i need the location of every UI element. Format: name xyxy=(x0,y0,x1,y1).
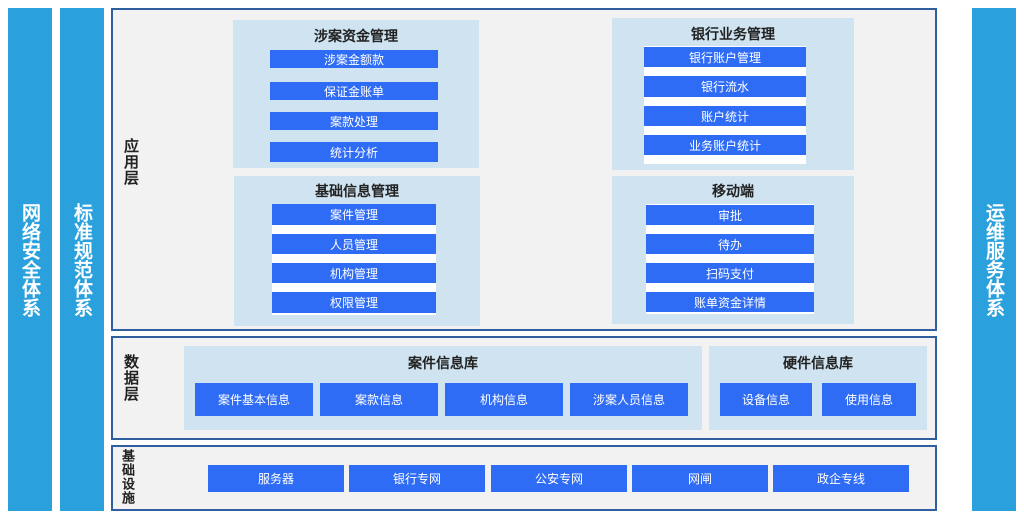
mobile-title: 移动端 xyxy=(712,184,754,200)
infra-item[interactable]: 政企专线 xyxy=(773,465,909,492)
basic-item[interactable]: 人员管理 xyxy=(272,234,436,254)
funds-item[interactable]: 统计分析 xyxy=(270,142,438,162)
infra-item[interactable]: 公安专网 xyxy=(491,465,627,492)
mobile-item[interactable]: 审批 xyxy=(646,205,814,225)
infra-layer-label: 基础设施 xyxy=(119,449,134,505)
bank-panel: 银行业务管理 银行账户管理 银行流水 账户统计 业务账户统计 xyxy=(612,18,854,170)
hw-db-title: 硬件信息库 xyxy=(783,356,853,372)
funds-item[interactable]: 涉案金额款 xyxy=(270,50,438,68)
mobile-item[interactable]: 扫码支付 xyxy=(646,263,814,283)
mobile-item[interactable]: 待办 xyxy=(646,234,814,254)
basic-item[interactable]: 权限管理 xyxy=(272,292,436,313)
funds-title: 涉案资金管理 xyxy=(314,29,398,45)
infra-item[interactable]: 网闸 xyxy=(632,465,768,492)
infra-item[interactable]: 银行专网 xyxy=(349,465,485,492)
basic-panel: 基础信息管理 案件管理 人员管理 机构管理 权限管理 xyxy=(234,176,480,326)
case-db-item[interactable]: 案款信息 xyxy=(320,383,438,416)
mobile-panel: 移动端 审批 待办 扫码支付 账单资金详情 xyxy=(612,176,854,324)
data-layer: 数据层 案件信息库 案件基本信息 案款信息 机构信息 涉案人员信息 硬件信息库 … xyxy=(111,336,937,440)
bank-item[interactable]: 银行流水 xyxy=(644,76,806,97)
bank-title: 银行业务管理 xyxy=(691,27,775,43)
infra-layer: 基础设施 服务器 银行专网 公安专网 网闸 政企专线 xyxy=(111,445,937,511)
mobile-item[interactable]: 账单资金详情 xyxy=(646,292,814,312)
case-db-item[interactable]: 机构信息 xyxy=(445,383,563,416)
app-layer-label: 应用层 xyxy=(122,138,140,186)
basic-title: 基础信息管理 xyxy=(315,184,399,200)
bank-item[interactable]: 账户统计 xyxy=(644,106,806,126)
hw-db-item[interactable]: 使用信息 xyxy=(822,383,916,416)
ops-service-bar: 运维服务体系 xyxy=(972,8,1016,511)
funds-item[interactable]: 保证金账单 xyxy=(270,82,438,100)
funds-panel: 涉案资金管理 涉案金额款 保证金账单 案款处理 统计分析 xyxy=(233,20,479,168)
case-db-item[interactable]: 案件基本信息 xyxy=(195,383,313,416)
data-layer-label: 数据层 xyxy=(122,354,140,402)
basic-item[interactable]: 案件管理 xyxy=(272,204,436,225)
case-db-title: 案件信息库 xyxy=(408,356,478,372)
network-security-bar: 网络安全体系 xyxy=(8,8,52,511)
hw-db-item[interactable]: 设备信息 xyxy=(720,383,812,416)
case-db-panel: 案件信息库 案件基本信息 案款信息 机构信息 涉案人员信息 xyxy=(184,346,702,430)
hw-db-panel: 硬件信息库 设备信息 使用信息 xyxy=(709,346,927,430)
app-layer: 应用层 涉案资金管理 涉案金额款 保证金账单 案款处理 统计分析 银行业务管理 … xyxy=(111,8,937,331)
basic-item[interactable]: 机构管理 xyxy=(272,263,436,283)
bank-item[interactable]: 业务账户统计 xyxy=(644,135,806,155)
infra-item[interactable]: 服务器 xyxy=(208,465,344,492)
case-db-item[interactable]: 涉案人员信息 xyxy=(570,383,688,416)
standards-bar: 标准规范体系 xyxy=(60,8,104,511)
funds-item[interactable]: 案款处理 xyxy=(270,112,438,130)
bank-item[interactable]: 银行账户管理 xyxy=(644,47,806,67)
